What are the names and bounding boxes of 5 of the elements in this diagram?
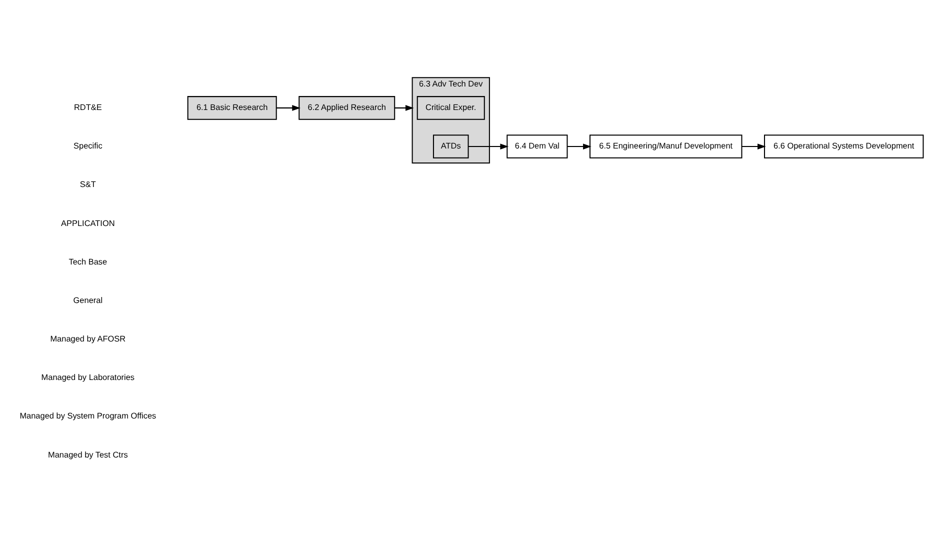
arrow bbox=[276, 104, 300, 110]
arrow bbox=[468, 143, 509, 149]
arrow bbox=[567, 143, 592, 149]
arrow bbox=[742, 143, 766, 149]
arrow bbox=[394, 104, 414, 110]
